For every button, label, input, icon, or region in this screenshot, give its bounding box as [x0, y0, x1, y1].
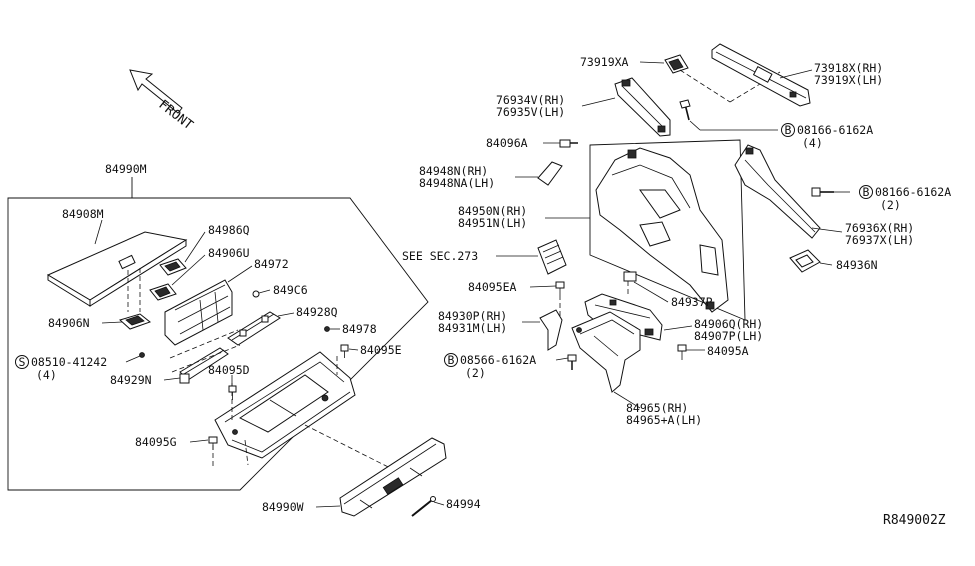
label-73919X: 73919X(LH): [814, 73, 883, 87]
label-84095D: 84095D: [208, 363, 250, 377]
part-84990W: [339, 437, 447, 517]
part-84950N: [595, 147, 729, 313]
part-84095D: [228, 385, 237, 400]
bolt-marker-icon: B: [859, 185, 873, 199]
label-84908M: 84908M: [62, 207, 104, 221]
label-84929N: 84929N: [110, 373, 152, 387]
label-08166-mid: 08166-6162A: [875, 185, 951, 199]
part-84928Q: [227, 311, 281, 346]
label-76937X: 76937X(LH): [845, 233, 914, 247]
part-84965: [571, 311, 641, 393]
label-84095E: 84095E: [360, 343, 402, 357]
label-08166-top: 08166-6162A: [797, 123, 873, 137]
label-849C6: 849C6: [273, 283, 308, 297]
label-84906U: 84906U: [208, 246, 250, 260]
label-84095G: 84095G: [135, 435, 177, 449]
part-849C6: [252, 290, 260, 298]
part-bolt-08166-mid: [811, 187, 834, 197]
label-76934V: 76934V(RH): [496, 93, 565, 107]
front-arrow-icon: [129, 69, 183, 114]
part-screw-08510: [139, 352, 145, 358]
part-84994: [411, 496, 436, 517]
label-84948N: 84948N(RH): [419, 164, 488, 178]
part-76934V: [614, 77, 671, 137]
bolt-marker-icon: B: [444, 353, 458, 367]
label-84978: 84978: [342, 322, 377, 336]
part-84906N: [119, 313, 152, 330]
label-84096A: 84096A: [486, 136, 528, 150]
label-76936X: 76936X(RH): [845, 221, 914, 235]
label-84906Q: 84906Q(RH): [694, 317, 763, 331]
label-84990W: 84990W: [262, 500, 304, 514]
label-84930P: 84930P(RH): [438, 309, 507, 323]
label-84095A: 84095A: [707, 344, 749, 358]
diagram-reference-code: R849002Z: [883, 513, 946, 528]
part-trunk-tray: [214, 351, 356, 459]
part-84096A: [559, 139, 578, 148]
label-84931M: 84931M(LH): [438, 321, 507, 335]
label-08166-top-qty: (4): [802, 136, 823, 150]
part-84948N: [537, 161, 563, 186]
bolt-marker-icon: B: [781, 123, 795, 137]
label-84965A: 84965+A(LH): [626, 413, 702, 427]
label-73919XA: 73919XA: [580, 55, 629, 69]
label-84986Q: 84986Q: [208, 223, 250, 237]
svg-text:B: B: [863, 185, 870, 199]
part-bolt-08566: [567, 354, 577, 370]
label-84972: 84972: [254, 257, 289, 271]
part-84906Q: [584, 293, 663, 341]
part-sec273-grille: [537, 239, 567, 275]
part-84978: [324, 326, 330, 332]
part-73918X: [711, 43, 811, 107]
label-84907P: 84907P(LH): [694, 329, 763, 343]
label-84937P: 84937P: [671, 295, 713, 309]
part-84908M: [46, 231, 188, 307]
label-84951N: 84951N(LH): [458, 216, 527, 230]
label-73918X: 73918X(RH): [814, 61, 883, 75]
label-84948NA: 84948NA(LH): [419, 176, 495, 190]
label-84990M: 84990M: [105, 162, 147, 176]
label-08510-qty: (4): [36, 368, 57, 382]
label-08566: 08566-6162A: [460, 353, 536, 367]
label-84965: 84965(RH): [626, 401, 688, 415]
part-84095A: [677, 344, 687, 360]
label-08566-qty: (2): [465, 366, 486, 380]
label-84936N: 84936N: [836, 258, 878, 272]
part-84906U: [149, 283, 177, 301]
part-bolt-08166-top: [679, 99, 691, 121]
part-73919XA: [664, 54, 689, 74]
part-84095G: [208, 436, 218, 450]
part-84930P: [539, 309, 563, 351]
svg-text:B: B: [785, 123, 792, 137]
part-84095EA: [555, 281, 565, 295]
part-84972: [164, 279, 233, 346]
part-84095E: [340, 344, 349, 358]
svg-text:B: B: [448, 353, 455, 367]
label-see-sec-273: SEE SEC.273: [402, 249, 478, 263]
part-84936N: [789, 249, 821, 273]
label-08510-41242: 08510-41242: [31, 355, 107, 369]
svg-text:S: S: [19, 355, 26, 369]
label-08166-mid-qty: (2): [880, 198, 901, 212]
part-76936X: [734, 144, 821, 239]
part-84986Q: [159, 258, 187, 276]
label-84095EA: 84095EA: [468, 280, 517, 294]
label-84994: 84994: [446, 497, 481, 511]
label-84906N: 84906N: [48, 316, 90, 330]
label-76935V: 76935V(LH): [496, 105, 565, 119]
assembly-frame-84990M: [7, 177, 429, 491]
screw-marker-icon: S: [15, 355, 29, 369]
part-84937P: [623, 271, 637, 282]
label-84928Q: 84928Q: [296, 305, 338, 319]
label-84950N: 84950N(RH): [458, 204, 527, 218]
